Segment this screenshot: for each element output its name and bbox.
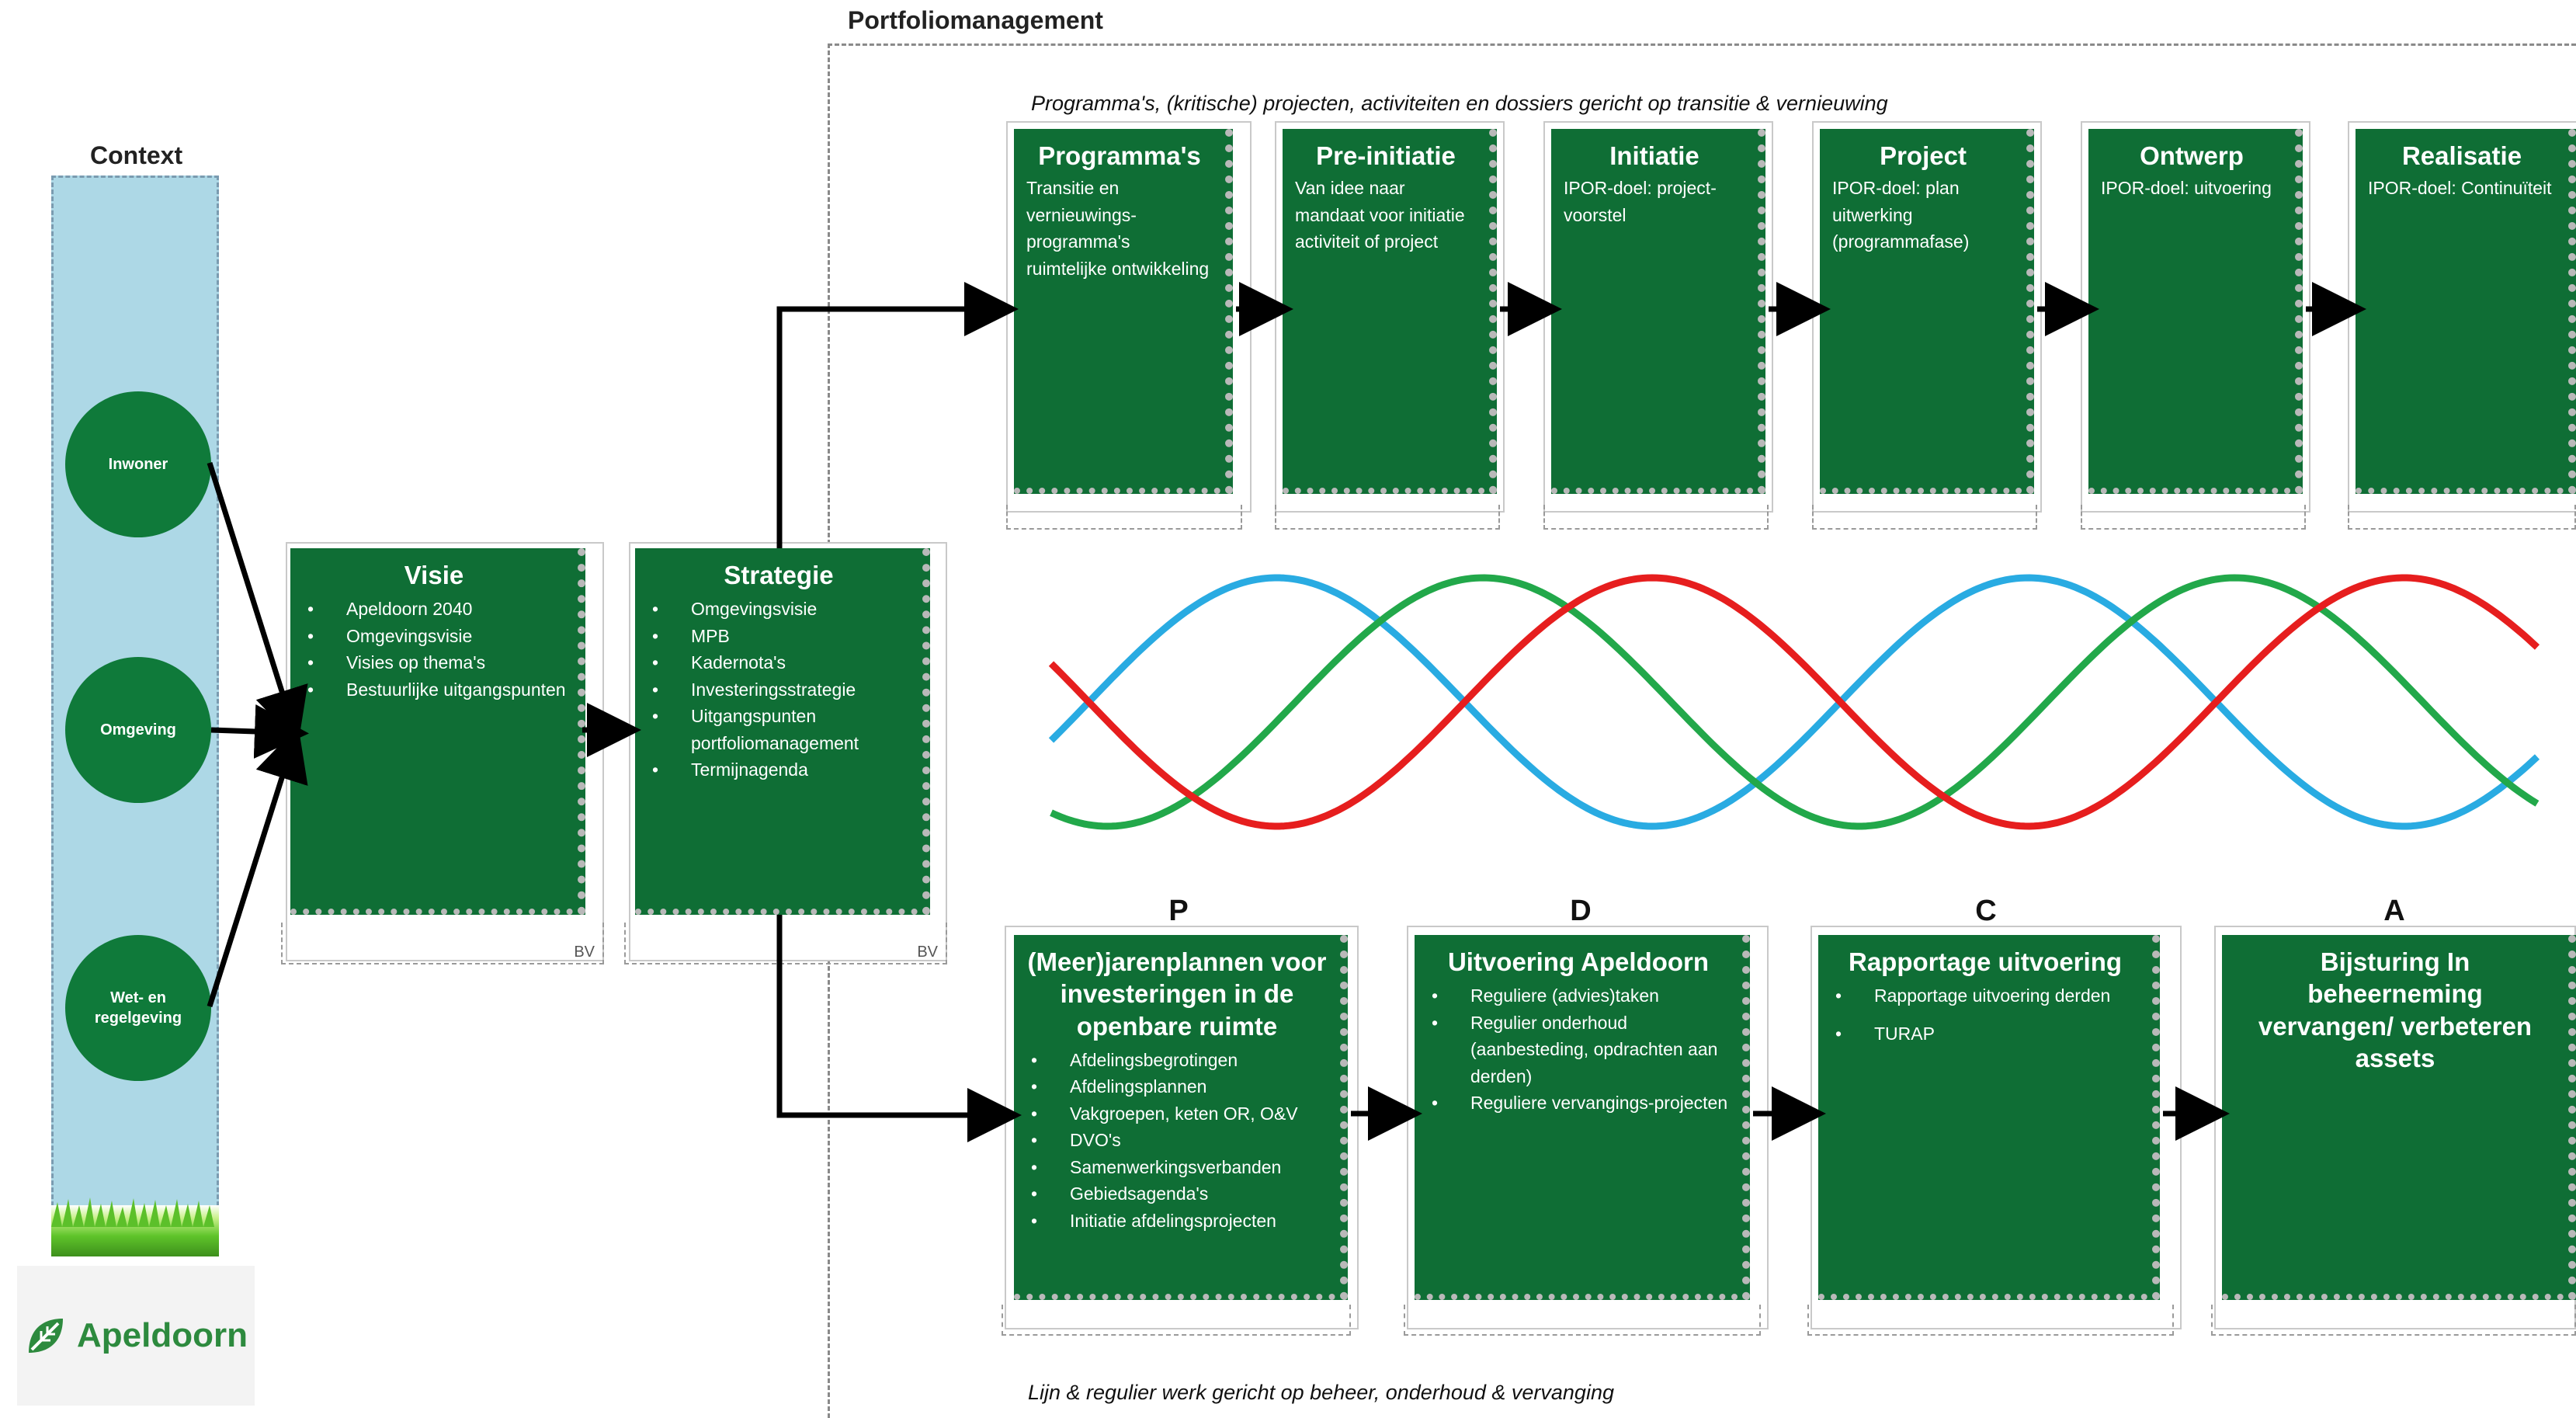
top-card-ontwerp: Ontwerp IPOR-doel: uitvoering bbox=[2088, 129, 2303, 494]
bottom-card-item: Afdelingsbegrotingen bbox=[1014, 1047, 1332, 1074]
bottom-card-item: Vakgroepen, keten OR, O&V bbox=[1014, 1100, 1332, 1128]
top-card-title: Programma's bbox=[1038, 141, 1201, 170]
visie-item: Bestuurlijke uitgangspunten bbox=[290, 676, 570, 704]
bottom-card-uitvoering: Uitvoering Apeldoorn Reguliere (advies)t… bbox=[1415, 935, 1750, 1300]
wave-red bbox=[1048, 574, 2540, 830]
strategie-base-label: BV bbox=[917, 944, 938, 961]
visie-base: BV bbox=[281, 923, 604, 964]
visie-base-label: BV bbox=[574, 944, 595, 961]
top-card-title: Project bbox=[1880, 141, 1967, 170]
arrow-wet-visie bbox=[207, 725, 308, 1008]
bottom-card-title: (Meer)jarenplannen voor investeringen in… bbox=[1027, 947, 1327, 1041]
bottom-card-item: DVO's bbox=[1014, 1127, 1332, 1154]
strategie-list: Omgevingsvisie MPB Kadernota's Investeri… bbox=[635, 596, 922, 784]
bottom-card-list: Afdelingsbegrotingen Afdelingsplannen Va… bbox=[1014, 1047, 1340, 1235]
strategie-base: BV bbox=[624, 923, 947, 964]
bottom-card-item: Gebiedsagenda's bbox=[1014, 1180, 1332, 1208]
top-base bbox=[2081, 505, 2306, 530]
apeldoorn-logo: Apeldoorn bbox=[17, 1266, 255, 1406]
bottom-card-item: Reguliere vervangings-projecten bbox=[1415, 1090, 1734, 1117]
context-circle-omgeving: Omgeving bbox=[65, 657, 211, 803]
visie-card: Visie Apeldoorn 2040 Omgevingsvisie Visi… bbox=[290, 548, 585, 915]
bottom-caption: Lijn & regulier werk gericht op beheer, … bbox=[1028, 1381, 1614, 1404]
pdca-letter-d: D bbox=[1570, 895, 1592, 927]
bottom-card-bijsturing: Bijsturing In beheerneming vervangen/ ve… bbox=[2222, 935, 2576, 1300]
bottom-card-item: Initiatie afdelingsprojecten bbox=[1014, 1208, 1332, 1235]
portfolio-title: Portfoliomanagement bbox=[848, 6, 1103, 34]
top-card-title: Initiatie bbox=[1609, 141, 1699, 170]
top-card-text: IPOR-doel: uitvoering bbox=[2101, 178, 2272, 199]
top-card-title: Ontwerp bbox=[2140, 141, 2244, 170]
top-card-title: Realisatie bbox=[2401, 141, 2522, 170]
visie-item: Apeldoorn 2040 bbox=[290, 596, 570, 623]
top-card-pre-initiatie: Pre-initiatie Van idee naar mandaat voor… bbox=[1283, 129, 1497, 494]
top-base bbox=[1812, 505, 2037, 530]
strategie-item: Investeringsstrategie bbox=[635, 676, 915, 704]
portfolio-border-horizontal bbox=[828, 43, 2576, 46]
visie-title: Visie bbox=[404, 561, 464, 589]
top-base bbox=[2348, 505, 2576, 530]
pdca-letter-c: C bbox=[1975, 895, 1997, 927]
bottom-card-rapportage: Rapportage uitvoering Rapportage uitvoer… bbox=[1818, 935, 2160, 1300]
bottom-card-meerjarenplannen: (Meer)jarenplannen voor investeringen in… bbox=[1014, 935, 1348, 1300]
grass-icon bbox=[51, 1197, 214, 1227]
context-circle-wetgeving: Wet- en regelgeving bbox=[65, 935, 211, 1081]
top-card-project: Project IPOR-doel: plan uitwerking (prog… bbox=[1820, 129, 2034, 494]
logo-text: Apeldoorn bbox=[77, 1316, 248, 1354]
bottom-card-list: Reguliere (advies)taken Regulier onderho… bbox=[1415, 982, 1742, 1117]
top-card-programmas: Programma's Transitie en vernieuwings-pr… bbox=[1014, 129, 1233, 494]
top-card-text: IPOR-doel: project-voorstel bbox=[1564, 178, 1717, 225]
arrow-strategie-top bbox=[776, 282, 1019, 548]
bottom-card-title: Uitvoering Apeldoorn bbox=[1447, 947, 1710, 976]
bottom-base bbox=[1404, 1305, 1761, 1336]
visie-item: Omgevingsvisie bbox=[290, 623, 570, 650]
strategie-item: Uitgangspunten portfoliomanagement bbox=[635, 703, 915, 756]
strategie-item: Kadernota's bbox=[635, 649, 915, 676]
bottom-card-item: Afdelingsplannen bbox=[1014, 1073, 1332, 1100]
bottom-card-item: Rapportage uitvoering derden bbox=[1818, 982, 2144, 1010]
visie-list: Apeldoorn 2040 Omgevingsvisie Visies op … bbox=[290, 596, 578, 703]
context-circle-inwoner: Inwoner bbox=[65, 391, 211, 537]
top-base bbox=[1543, 505, 1769, 530]
context-title: Context bbox=[90, 141, 183, 169]
top-card-text: IPOR-doel: Continuïteit bbox=[2368, 178, 2552, 199]
strategie-item: Termijnagenda bbox=[635, 756, 915, 784]
bottom-card-item: Samenwerkingsverbanden bbox=[1014, 1154, 1332, 1181]
bottom-card-list: Rapportage uitvoering derden TURAP bbox=[1818, 982, 2152, 1047]
bottom-base bbox=[2211, 1305, 2576, 1336]
top-base bbox=[1006, 505, 1242, 530]
arrow-inwoner-visie bbox=[207, 461, 308, 744]
top-card-realisatie: Realisatie IPOR-doel: Continuïteit bbox=[2356, 129, 2576, 494]
pdca-letter-p: P bbox=[1168, 895, 1189, 927]
top-base bbox=[1275, 505, 1500, 530]
bottom-card-item: Reguliere (advies)taken bbox=[1415, 982, 1734, 1010]
arrow-omgeving-visie bbox=[210, 704, 309, 759]
bottom-card-item: TURAP bbox=[1818, 1020, 2144, 1048]
visie-item: Visies op thema's bbox=[290, 649, 570, 676]
strategie-item: Omgevingsvisie bbox=[635, 596, 915, 623]
top-card-title: Pre-initiatie bbox=[1316, 141, 1456, 170]
strategie-item: MPB bbox=[635, 623, 915, 650]
top-card-text: Transitie en vernieuwings-programma's ru… bbox=[1026, 178, 1210, 279]
top-card-initiatie: Initiatie IPOR-doel: project-voorstel bbox=[1551, 129, 1765, 494]
bottom-card-title: Rapportage uitvoering bbox=[1848, 947, 2123, 976]
wave-blue bbox=[1048, 574, 2540, 830]
wave-green bbox=[1050, 574, 2540, 830]
bottom-card-item: Regulier onderhoud (aanbesteding, opdrac… bbox=[1415, 1010, 1734, 1090]
bottom-base bbox=[1002, 1305, 1351, 1336]
bottom-card-title: Bijsturing In beheerneming vervangen/ ve… bbox=[2258, 947, 2533, 1072]
bottom-base bbox=[1807, 1305, 2174, 1336]
top-caption: Programma's, (kritische) projecten, acti… bbox=[1031, 92, 1888, 115]
pdca-letter-a: A bbox=[2383, 895, 2405, 927]
strategie-title: Strategie bbox=[724, 561, 834, 589]
leaf-icon bbox=[29, 1319, 63, 1353]
arrow-strategie-bottom bbox=[776, 915, 1022, 1142]
top-card-text: Van idee naar mandaat voor initiatie act… bbox=[1295, 178, 1465, 252]
top-card-text: IPOR-doel: plan uitwerking (programmafas… bbox=[1832, 178, 1970, 252]
strategie-card: Strategie Omgevingsvisie MPB Kadernota's… bbox=[635, 548, 930, 915]
